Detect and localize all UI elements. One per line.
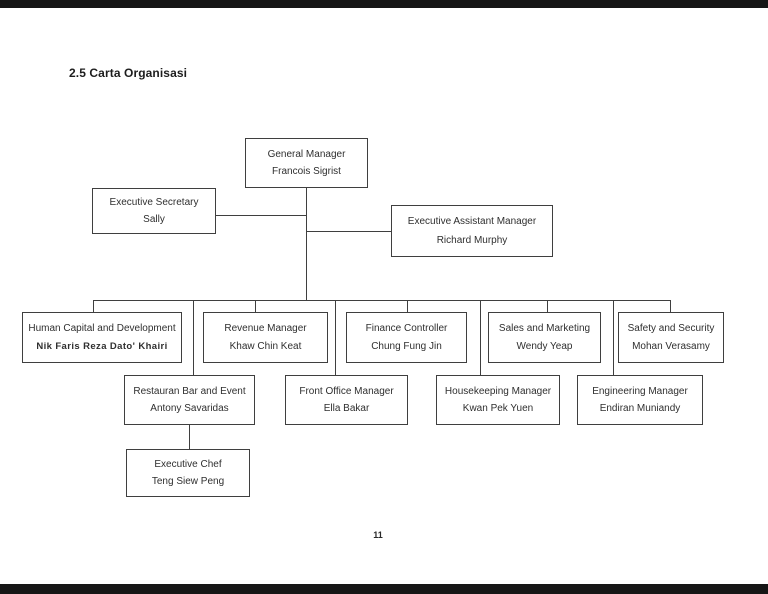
org-node-name: Ella Bakar: [323, 403, 370, 415]
org-node-role: Executive Assistant Manager: [407, 216, 537, 228]
section-title: 2.5 Carta Organisasi: [69, 66, 188, 80]
org-node-front-office-manager: Front Office Manager Ella Bakar: [285, 375, 408, 425]
connector-drop-front-office: [335, 300, 336, 376]
org-node-role: Executive Chef: [154, 459, 222, 470]
org-node-role: Housekeeping Manager: [444, 385, 552, 397]
page-number: 11: [373, 530, 383, 540]
org-node-name: Sally: [143, 213, 165, 225]
org-node-finance-controller: Finance Controller Chung Fung Jin: [346, 312, 467, 363]
connector-drop-safety: [670, 300, 671, 313]
org-node-safety-security: Safety and Security Mohan Verasamy: [618, 312, 724, 363]
org-node-revenue-manager: Revenue Manager Khaw Chin Keat: [203, 312, 328, 363]
org-node-role: General Manager: [267, 148, 346, 160]
connector-drop-chef: [189, 425, 190, 450]
org-node-role: Front Office Manager: [299, 385, 394, 397]
org-node-executive-assistant-manager: Executive Assistant Manager Richard Murp…: [391, 205, 553, 257]
org-node-name: Nik Faris Reza Dato' Khairi: [36, 341, 168, 352]
org-node-sales-marketing: Sales and Marketing Wendy Yeap: [488, 312, 601, 363]
org-node-role: Sales and Marketing: [498, 323, 591, 334]
org-node-executive-chef: Executive Chef Teng Siew Peng: [126, 449, 250, 497]
connector-drop-finance: [407, 300, 408, 313]
connector-drop-housekeeping: [480, 300, 481, 376]
connector-assistant-manager: [306, 231, 391, 232]
org-node-executive-secretary: Executive Secretary Sally: [92, 188, 216, 234]
org-node-name: Khaw Chin Keat: [229, 341, 302, 352]
org-node-role: Human Capital and Development: [28, 323, 176, 334]
org-node-name: Antony Savaridas: [150, 403, 229, 415]
org-node-engineering-manager: Engineering Manager Endiran Muniandy: [577, 375, 703, 425]
connector-drop-engineering: [613, 300, 614, 376]
org-node-name: Richard Murphy: [436, 234, 508, 246]
org-node-human-capital: Human Capital and Development Nik Faris …: [22, 312, 182, 363]
org-node-role: Finance Controller: [365, 323, 448, 334]
org-node-name: Wendy Yeap: [516, 341, 573, 352]
org-node-role: Revenue Manager: [224, 323, 307, 334]
connector-drop-human-capital: [93, 300, 94, 313]
org-node-name: Francois Sigrist: [272, 166, 341, 178]
org-node-name: Endiran Muniandy: [599, 403, 681, 415]
connector-secretary: [216, 215, 306, 216]
connector-drop-sales: [547, 300, 548, 313]
org-node-name: Teng Siew Peng: [151, 476, 225, 487]
org-node-role: Engineering Manager: [592, 385, 688, 397]
connector-drop-restauran: [193, 300, 194, 376]
org-node-role: Executive Secretary: [109, 197, 199, 209]
connector-drop-revenue: [255, 300, 256, 313]
viewer-bottom-edge: [0, 584, 768, 594]
connector-bus: [93, 300, 671, 301]
org-node-role: Safety and Security: [627, 323, 715, 334]
org-node-role: Restauran Bar and Event: [133, 385, 246, 397]
org-node-name: Kwan Pek Yuen: [462, 403, 534, 415]
org-node-general-manager: General Manager Francois Sigrist: [245, 138, 368, 188]
org-node-name: Chung Fung Jin: [371, 341, 442, 352]
org-node-name: Mohan Verasamy: [632, 341, 710, 352]
viewer-top-edge: [0, 0, 768, 8]
org-node-housekeeping-manager: Housekeeping Manager Kwan Pek Yuen: [436, 375, 560, 425]
connector-gm-drop: [306, 187, 307, 300]
org-node-restauran-bar-event: Restauran Bar and Event Antony Savaridas: [124, 375, 255, 425]
